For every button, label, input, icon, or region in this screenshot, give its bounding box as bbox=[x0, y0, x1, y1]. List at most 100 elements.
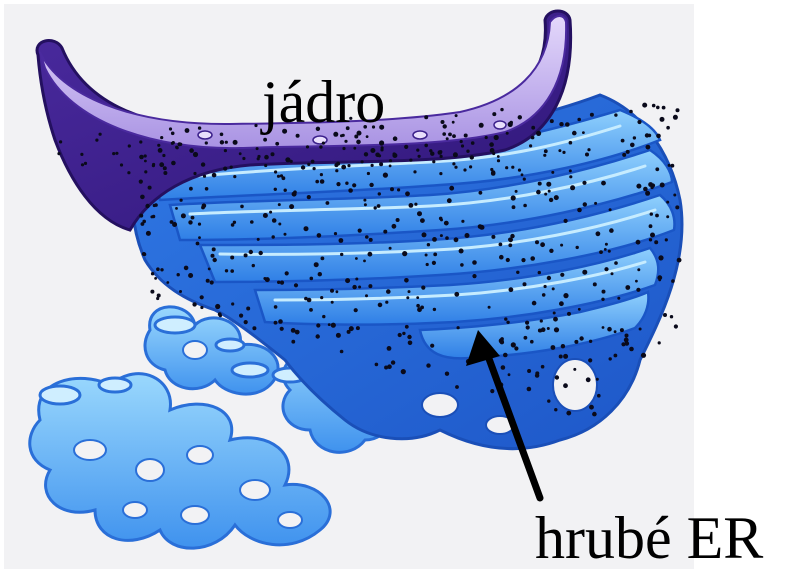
ribosome-dot bbox=[354, 308, 358, 312]
ribosome-dot bbox=[205, 187, 209, 191]
ribosome-dot bbox=[271, 152, 275, 156]
ribosome-dot bbox=[511, 166, 514, 169]
ribosome-dot bbox=[491, 235, 495, 239]
ribosome-dot bbox=[605, 243, 608, 246]
ribosome-dot bbox=[506, 132, 509, 135]
ribosome-dot bbox=[156, 297, 159, 300]
ribosome-dot bbox=[198, 236, 201, 239]
ribosome-dot bbox=[198, 126, 201, 129]
ribosome-dot bbox=[621, 342, 625, 346]
ribosome-dot bbox=[310, 277, 314, 281]
ribosome-dot bbox=[316, 323, 320, 327]
ribosome-dot bbox=[313, 167, 316, 170]
ribosome-dot bbox=[320, 179, 325, 184]
ribosome-dot bbox=[225, 141, 228, 144]
ribosome-dot bbox=[369, 183, 373, 187]
ribosome-dot bbox=[223, 167, 227, 171]
ribosome-dot bbox=[244, 253, 248, 257]
ribosome-dot bbox=[379, 140, 384, 145]
ribosome-dot bbox=[374, 206, 377, 209]
ribosome-dot bbox=[230, 269, 234, 273]
ribosome-dot bbox=[665, 238, 668, 241]
ribosome-dot bbox=[420, 218, 425, 223]
ribosome-dot bbox=[586, 377, 591, 382]
ribosome-dot bbox=[465, 233, 470, 238]
ribosome-dot bbox=[383, 173, 388, 178]
ribosome-dot bbox=[560, 244, 563, 247]
ribosome-dot bbox=[401, 369, 406, 374]
ribosome-dot bbox=[440, 155, 443, 158]
ribosome-dot bbox=[454, 237, 459, 242]
ribosome-dot bbox=[180, 199, 183, 202]
ribosome-dot bbox=[307, 195, 311, 199]
ribosome-dot bbox=[630, 143, 635, 148]
ribosome-dot bbox=[193, 172, 196, 175]
ribosome-dot bbox=[355, 257, 358, 260]
ribosome-dot bbox=[452, 162, 455, 165]
ribosome-dot bbox=[280, 327, 284, 331]
ribosome-dot bbox=[432, 160, 435, 163]
ribosome-dot bbox=[569, 141, 573, 145]
ribosome-dot bbox=[224, 149, 227, 152]
ribosome-dot bbox=[512, 205, 516, 209]
ribosome-dot bbox=[59, 140, 62, 143]
ribosome-dot bbox=[472, 260, 477, 265]
ribosome-dot bbox=[635, 280, 638, 283]
ribosome-dot bbox=[179, 290, 182, 293]
ribosome-dot bbox=[531, 136, 535, 140]
ribosome-dot bbox=[127, 171, 130, 174]
ribosome-dot bbox=[585, 153, 589, 157]
ribosome-dot bbox=[455, 114, 458, 117]
ribosome-dot bbox=[492, 112, 496, 116]
ribosome-dot bbox=[673, 115, 678, 120]
ribosome-dot bbox=[452, 121, 455, 124]
ribosome-dot bbox=[596, 378, 599, 381]
ribosome-dot bbox=[447, 198, 452, 203]
ribosome-dot bbox=[636, 288, 640, 292]
ribosome-dot bbox=[292, 192, 297, 197]
ribosome-dot bbox=[617, 297, 620, 300]
ribosome-dot bbox=[560, 273, 564, 277]
ribosome-dot bbox=[181, 213, 186, 218]
ribosome-dot bbox=[219, 314, 222, 317]
ribosome-dot bbox=[320, 296, 323, 299]
ribosome-dot bbox=[637, 268, 640, 271]
ribosome-dot bbox=[160, 136, 163, 139]
ribosome-dot bbox=[193, 152, 198, 157]
ribosome-dot bbox=[660, 117, 665, 122]
ribosome-dot bbox=[146, 231, 151, 236]
ribosome-dot bbox=[625, 285, 630, 290]
ribosome-dot bbox=[440, 234, 443, 237]
ribosome-dot bbox=[579, 336, 583, 340]
ribosome-dot bbox=[355, 278, 358, 281]
ribosome-dot bbox=[547, 327, 550, 330]
ribosome-dot bbox=[405, 191, 410, 196]
ribosome-dot bbox=[311, 160, 315, 164]
ribosome-dot bbox=[650, 233, 655, 238]
ribosome-dot bbox=[508, 373, 511, 376]
ribosome-dot bbox=[503, 353, 508, 358]
ribosome-dot bbox=[369, 238, 373, 242]
ribosome-dot bbox=[345, 278, 350, 283]
ribosome-dot bbox=[139, 140, 142, 143]
ribosome-dot bbox=[269, 211, 272, 214]
ribosome-dot bbox=[544, 285, 547, 288]
ribosome-dot bbox=[365, 235, 369, 239]
ribosome-dot bbox=[677, 258, 682, 263]
ribosome-dot bbox=[577, 208, 582, 213]
ribosome-dot bbox=[347, 164, 350, 167]
ribosome-dot bbox=[547, 276, 551, 280]
ribosome-dot bbox=[523, 178, 526, 181]
ribosome-dot bbox=[523, 282, 527, 286]
ribosome-dot bbox=[252, 326, 256, 330]
ribosome-dot bbox=[521, 173, 524, 176]
ribosome-dot bbox=[404, 278, 409, 283]
ribosome-dot bbox=[370, 148, 375, 153]
ribosome-dot bbox=[622, 153, 626, 157]
ribosome-dot bbox=[488, 306, 491, 309]
ribosome-dot bbox=[472, 274, 476, 278]
ribosome-dot bbox=[582, 270, 587, 275]
ribosome-dot bbox=[538, 182, 542, 186]
ribosome-dot bbox=[464, 134, 468, 138]
